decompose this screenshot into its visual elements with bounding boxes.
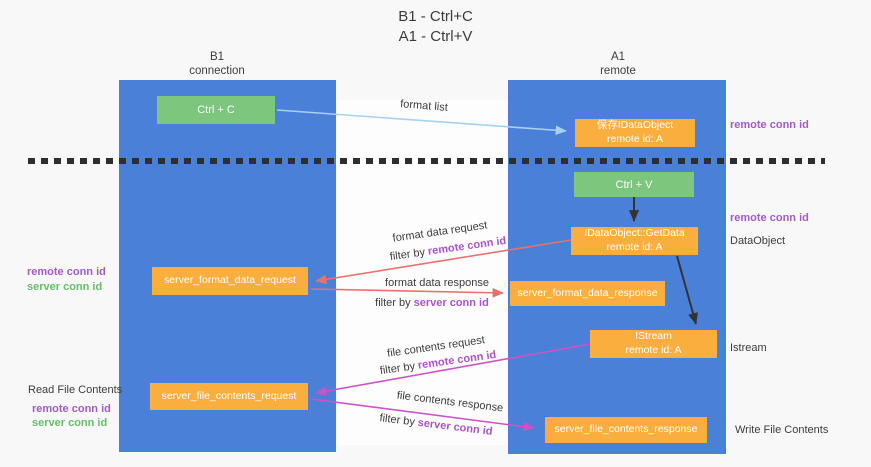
lifeline-a1-name: A1 <box>610 51 626 63</box>
server-file-contents-request-box: server_file_contents_request <box>150 383 308 410</box>
lifeline-header-b1: B1 connection <box>189 50 245 78</box>
write-file-contents-annotation: Write File Contents <box>735 424 829 436</box>
ctrl-c-label: Ctrl + C <box>197 104 235 116</box>
istream-annotation: Istream <box>730 342 767 354</box>
istream-line1: IStream <box>635 330 672 343</box>
dataobject-annotation: DataObject <box>730 235 786 247</box>
save-idataobject-line1: 保存IDataObject <box>596 119 674 132</box>
left-server-conn-id-annotation-1: server conn id <box>27 281 103 293</box>
format-data-response-label: format data response <box>385 277 489 289</box>
title-line-1: B1 - Ctrl+C <box>398 8 473 25</box>
server-format-data-request-box: server_format_data_request <box>152 267 308 295</box>
lifeline-b1-name: B1 <box>209 51 225 63</box>
save-idataobject-box: 保存IDataObject remote id: A <box>575 119 695 147</box>
server-format-data-response-box: server_format_data_response <box>510 281 665 306</box>
server-format-data-response-label: server_format_data_response <box>517 286 658 299</box>
save-idataobject-line2: remote id: A <box>606 133 664 145</box>
read-file-contents-annotation: Read File Contents <box>28 384 123 396</box>
server-file-contents-response-box: server_file_contents_response <box>545 417 707 443</box>
session-separator-dashed-line <box>28 158 825 164</box>
getdata-line1: IDataObject::GetData <box>584 227 685 240</box>
getdata-line2: remote id: A <box>606 241 663 253</box>
filter-by-text: filter by <box>375 297 411 309</box>
remote-conn-id-annotation-mid: remote conn id <box>730 212 809 224</box>
istream-line2: remote id: A <box>625 344 682 356</box>
left-server-conn-id-annotation-2: server conn id <box>32 417 108 429</box>
idataobject-getdata-box: IDataObject::GetData remote id: A <box>571 227 698 255</box>
title-line-2: A1 - Ctrl+V <box>398 28 473 45</box>
lifeline-a1-role: remote <box>600 65 636 77</box>
ctrl-v-box: Ctrl + V <box>574 172 694 197</box>
diagram-title: B1 - Ctrl+C A1 - Ctrl+V <box>0 7 871 47</box>
left-remote-conn-id-annotation-2: remote conn id <box>32 403 111 415</box>
lifeline-b1-role: connection <box>189 65 245 77</box>
server-format-data-request-label: server_format_data_request <box>164 274 296 287</box>
istream-box: IStream remote id: A <box>590 330 717 358</box>
ctrl-c-box: Ctrl + C <box>157 96 275 124</box>
ctrl-v-label: Ctrl + V <box>615 178 653 191</box>
server-file-contents-response-label: server_file_contents_response <box>554 423 698 436</box>
lifeline-header-a1: A1 remote <box>600 50 636 78</box>
server-file-contents-request-label: server_file_contents_request <box>161 389 297 402</box>
left-remote-conn-id-annotation-1: remote conn id <box>27 266 106 278</box>
server-conn-id-text: server conn id <box>413 297 489 309</box>
remote-conn-id-annotation-top: remote conn id <box>730 119 809 131</box>
